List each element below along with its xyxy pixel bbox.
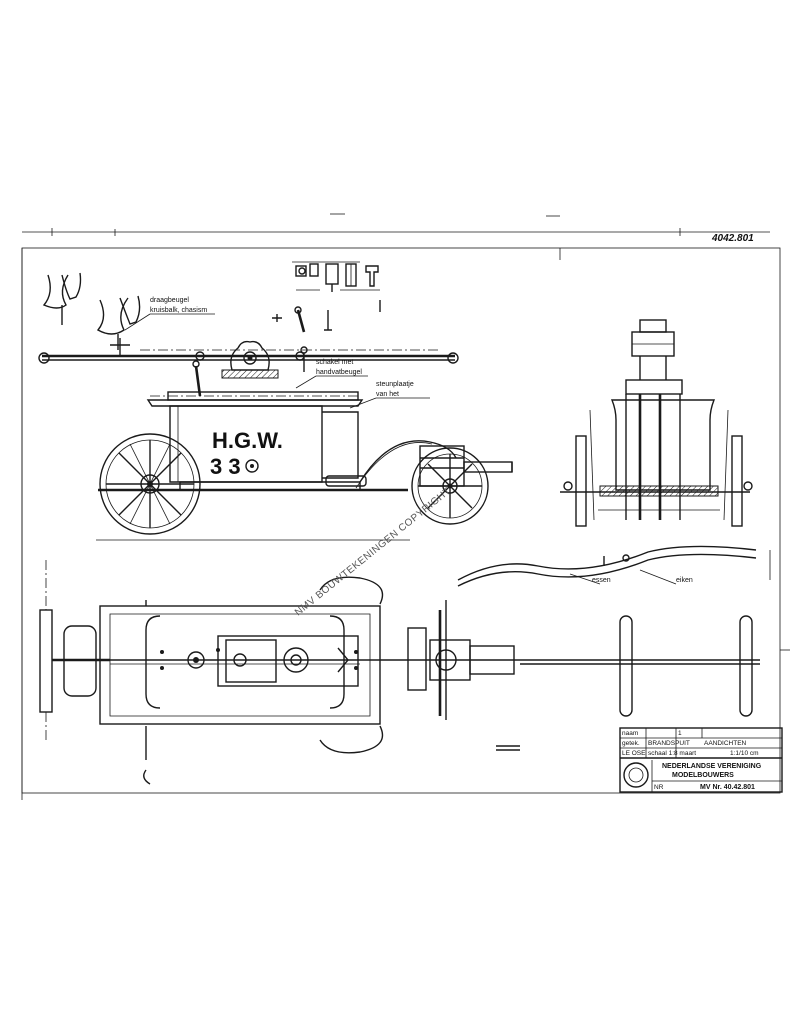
tb-org-line1: NEDERLANDSE VERENIGING bbox=[662, 763, 762, 770]
body-lettering-line2: 3 3 bbox=[210, 454, 241, 479]
label-schakel: schakel met bbox=[316, 359, 353, 366]
tb-row2-mid: schaal 1:8 maart bbox=[648, 750, 696, 757]
label-essen: essen bbox=[592, 577, 611, 584]
plan-view: essen eiken bbox=[39, 545, 771, 785]
rear-wheel bbox=[411, 445, 513, 525]
label-steun: steunplaatje bbox=[376, 381, 414, 388]
side-view: H.G.W. 3 3 bbox=[96, 340, 513, 541]
sheet-frame bbox=[21, 213, 790, 800]
association-seal-icon bbox=[623, 762, 649, 788]
tb-row1-right: AANDICHTEN bbox=[704, 740, 747, 747]
front-wheel bbox=[99, 433, 201, 535]
copyright-watermark: NMV BOUWTEKENINGEN COPYRIGHT bbox=[293, 486, 453, 619]
label-eiken: eiken bbox=[676, 577, 693, 584]
label-draagbeugel: draagbeugel bbox=[150, 297, 189, 304]
tb-row3-mid: BRANDSPUIT bbox=[648, 740, 690, 747]
front-view bbox=[560, 319, 753, 527]
tb-drawing-number: MV Nr. 40.42.801 bbox=[700, 784, 755, 791]
label-schakel-sub: handvatbeugel bbox=[316, 369, 362, 376]
tb-row1-left: naam bbox=[622, 730, 638, 737]
annotation-labels: draagbeugel kruisbalk, chasism schakel m… bbox=[124, 297, 430, 409]
title-block: naam 1 AANDICHTEN getek. schaal 1:8 maar… bbox=[619, 727, 783, 793]
tb-row3-left: LE OSE bbox=[622, 750, 646, 757]
tb-number-prefix: NR bbox=[654, 784, 664, 791]
detail-parts bbox=[42, 261, 381, 372]
label-steun-sub: van het bbox=[376, 391, 399, 398]
tb-row1-mid: 1 bbox=[678, 730, 682, 737]
tb-org-line2: MODELBOUWERS bbox=[672, 772, 734, 779]
label-draagbeugel-sub: kruisbalk, chasism bbox=[150, 307, 207, 314]
tb-row2-left: getek. bbox=[622, 740, 640, 747]
drawing-number-handwritten: 4042.801 bbox=[711, 233, 754, 244]
tb-row2-right: 1:1/10 cm bbox=[730, 750, 759, 757]
body-lettering-line1: H.G.W. bbox=[212, 428, 283, 453]
